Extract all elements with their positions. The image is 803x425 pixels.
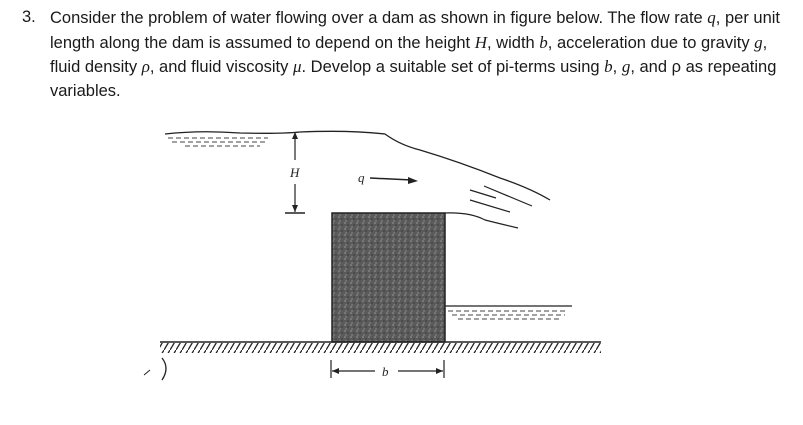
upstream-water-surface — [164, 130, 551, 201]
label-b: b — [382, 364, 389, 379]
dam-figure: H q b — [143, 130, 601, 381]
dam-block — [331, 212, 446, 343]
label-q: q — [358, 170, 365, 185]
label-H: H — [289, 165, 300, 180]
problem-number: 3. — [22, 8, 36, 26]
problem-text: Consider the problem of water flowing ov… — [50, 8, 781, 100]
problem-statement: 3. Consider the problem of water flowing… — [22, 6, 792, 103]
